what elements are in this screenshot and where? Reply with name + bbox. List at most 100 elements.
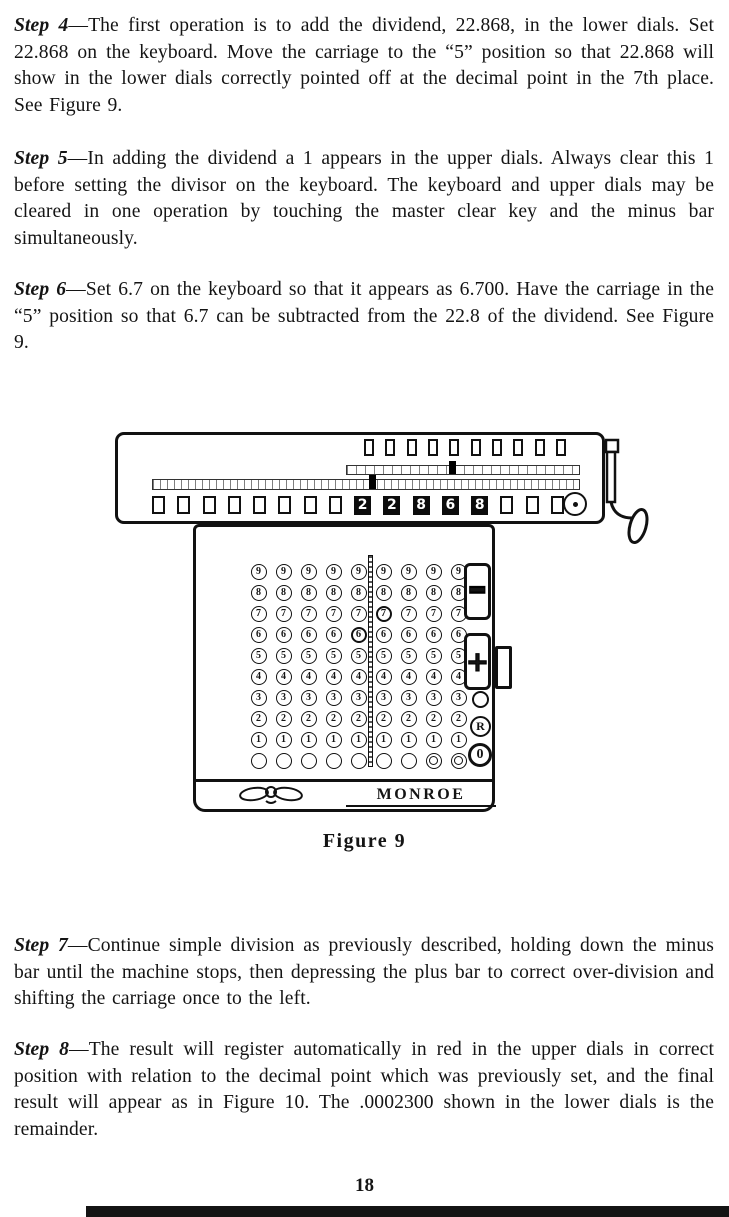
keyboard-key-8: 8: [325, 584, 342, 601]
keyboard-key-6: 6: [400, 626, 417, 643]
keyboard-key-1: 1: [350, 731, 367, 748]
lower-dial-digit: 8: [412, 495, 430, 515]
paragraph-step-8: Step 8—The result will register automati…: [14, 1037, 714, 1143]
keyboard-key-5: 5: [350, 647, 367, 664]
lower-dial-window: [525, 496, 539, 514]
keyboard-key-4: 4: [275, 668, 292, 685]
paragraph-step-6: Step 6—Set 6.7 on the keyboard so that i…: [14, 277, 714, 357]
upper-scale: [346, 465, 580, 475]
keyboard-key-0: [300, 752, 317, 769]
keyboard-key-0: [375, 752, 392, 769]
lower-dial-window: [202, 496, 216, 514]
lower-dial-window: [303, 496, 317, 514]
step-4-label: Step 4: [14, 15, 69, 36]
brand-label: MONROE: [346, 786, 496, 807]
keyboard-key-1: 1: [450, 731, 467, 748]
keyboard-key-4: 4: [300, 668, 317, 685]
minus-glyph: −: [467, 562, 488, 618]
lower-scale: [152, 479, 580, 490]
keyboard-key-3: 3: [300, 689, 317, 706]
keyboard-key-0: [250, 752, 267, 769]
keyboard-key-7: 7: [425, 605, 442, 622]
lower-dial-digit: 6: [441, 495, 459, 515]
lower-dial-digit: 2: [383, 495, 401, 515]
upper-dial-window: [406, 439, 417, 456]
upper-dial-window: [513, 439, 524, 456]
keyboard-key-1: 1: [250, 731, 267, 748]
keyboard-key-2: 2: [300, 710, 317, 727]
step-8-label: Step 8: [14, 1039, 70, 1060]
keyboard-key-8: 8: [375, 584, 392, 601]
paragraph-step-7: Step 7—Continue simple division as previ…: [14, 933, 714, 1013]
keyboard-key-9: 9: [375, 563, 392, 580]
lower-dial-window: [328, 496, 342, 514]
keyboard-key-0: [425, 752, 442, 769]
zero-clear-key: 0: [468, 743, 492, 767]
upper-dial-window: [449, 439, 460, 456]
keyboard-key-4: 4: [250, 668, 267, 685]
keyboard-key-0: [350, 752, 367, 769]
step-5-text: —In adding the dividend a 1 appears in t…: [14, 148, 714, 249]
upper-dial-window: [534, 439, 545, 456]
keyboard-key-1: 1: [375, 731, 392, 748]
keyboard-key-6: 6: [350, 626, 367, 643]
keyboard-key-7: 7: [400, 605, 417, 622]
keyboard-key-3: 3: [275, 689, 292, 706]
blank-key: [472, 691, 489, 708]
keyboard-key-2: 2: [400, 710, 417, 727]
keyboard-key-9: 9: [425, 563, 442, 580]
keyboard-key-6: 6: [325, 626, 342, 643]
keyboard-key-3: 3: [250, 689, 267, 706]
step-5-label: Step 5: [14, 148, 68, 169]
keyboard-key-4: 4: [425, 668, 442, 685]
minus-bar-key: −: [464, 563, 491, 620]
ornament-icon: [239, 786, 303, 804]
scan-edge-bar: [86, 1206, 729, 1217]
keyboard-key-5: 5: [325, 647, 342, 664]
zero-key-label: 0: [476, 747, 484, 762]
upper-dials: [364, 439, 566, 457]
step-7-text: —Continue simple division as previously …: [14, 935, 714, 1009]
keyboard-key-6: 6: [275, 626, 292, 643]
lower-dial-window: [227, 496, 241, 514]
keyboard-key-2: 2: [250, 710, 267, 727]
lower-scale-pointer: [369, 475, 376, 489]
upper-dial-window: [470, 439, 481, 456]
keyboard-key-8: 8: [250, 584, 267, 601]
lower-dial-digit: 2: [354, 495, 372, 515]
keyboard-key-7: 7: [300, 605, 317, 622]
upper-dial-window: [385, 439, 396, 456]
keyboard-key-2: 2: [450, 710, 467, 727]
keyboard-key-3: 3: [325, 689, 342, 706]
keyboard-key-7: 7: [350, 605, 367, 622]
figure-caption: Figure 9: [322, 830, 407, 852]
keyboard-key-7: 7: [325, 605, 342, 622]
lower-dial-window: [550, 496, 564, 514]
keyboard-key-2: 2: [375, 710, 392, 727]
repeat-key-label: R: [476, 719, 485, 733]
crank-icon: [605, 438, 649, 544]
paragraph-step-4: Step 4—The first operation is to add the…: [14, 13, 714, 119]
decimal-divider-rod: [368, 555, 373, 767]
lower-dial-window: [278, 496, 292, 514]
keyboard-key-4: 4: [375, 668, 392, 685]
keyboard-key-8: 8: [350, 584, 367, 601]
keyboard-key-9: 9: [275, 563, 292, 580]
lower-dial-window: [253, 496, 267, 514]
keyboard-key-9: 9: [350, 563, 367, 580]
keyboard-key-6: 6: [300, 626, 317, 643]
upper-dial-window: [427, 439, 438, 456]
keyboard-key-3: 3: [425, 689, 442, 706]
step-6-text: —Set 6.7 on the keyboard so that it appe…: [14, 279, 714, 353]
keyboard-key-2: 2: [350, 710, 367, 727]
keyboard-key-3: 3: [400, 689, 417, 706]
upper-scale-pointer: [449, 461, 456, 474]
keyboard-key-4: 4: [350, 668, 367, 685]
keyboard-key-8: 8: [275, 584, 292, 601]
upper-dial-window: [555, 439, 566, 456]
paragraph-step-5: Step 5—In adding the dividend a 1 appear…: [14, 146, 714, 252]
step-4-text: —The first operation is to add the divid…: [14, 15, 715, 116]
